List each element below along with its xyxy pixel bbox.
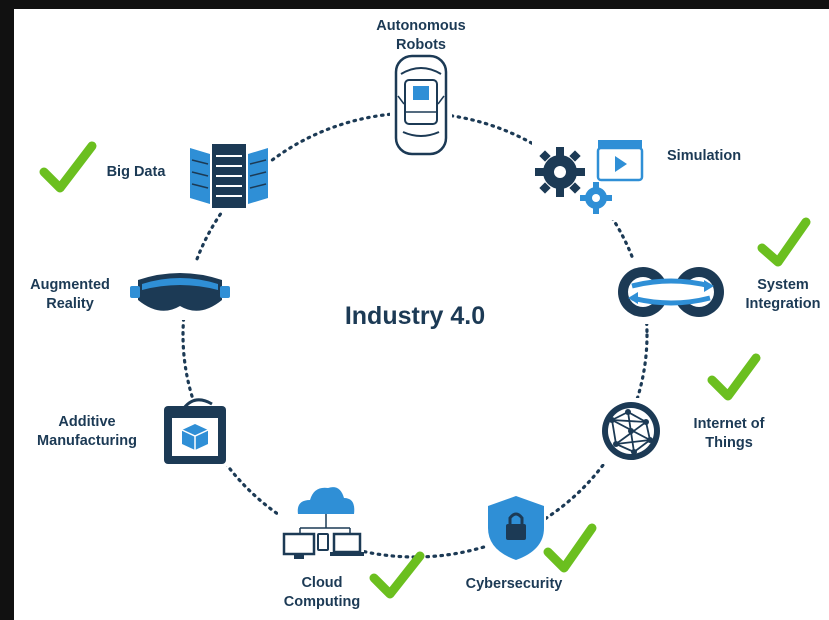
label-simulation: Simulation (667, 148, 742, 164)
gears-and-clapperboard-icon (535, 140, 644, 214)
check-mark-big-data (39, 141, 97, 193)
server-racks-icon (190, 144, 268, 208)
label-cloud-computing: Cloud Computing (283, 575, 361, 610)
label-cybersecurity: Cybersecurity (465, 576, 563, 592)
label-augmented-reality: Augmented Reality (30, 277, 110, 312)
check-mark-cybersecurity (543, 523, 597, 573)
vr-headset-icon (130, 273, 230, 311)
check-mark-internet-of-things (707, 353, 761, 401)
label-big-data: Big Data (106, 164, 166, 180)
network-globe-icon (602, 402, 660, 460)
label-additive-manufacturing: Additive Manufacturing (37, 414, 137, 449)
check-mark-system-integration (757, 217, 811, 267)
diagram-title: Industry 4.0 (344, 302, 486, 330)
cloud-devices-icon (282, 487, 364, 559)
label-internet-of-things: Internet of Things (693, 416, 765, 451)
autonomous-vehicle-icon (394, 54, 448, 156)
check-mark-cloud-computing (369, 551, 425, 599)
3d-printer-icon (164, 398, 226, 464)
label-system-integration: System Integration (745, 277, 821, 312)
integration-loop-icon (618, 267, 724, 317)
label-autonomous-robots: Autonomous Robots (376, 18, 466, 53)
shield-lock-icon (488, 496, 544, 560)
